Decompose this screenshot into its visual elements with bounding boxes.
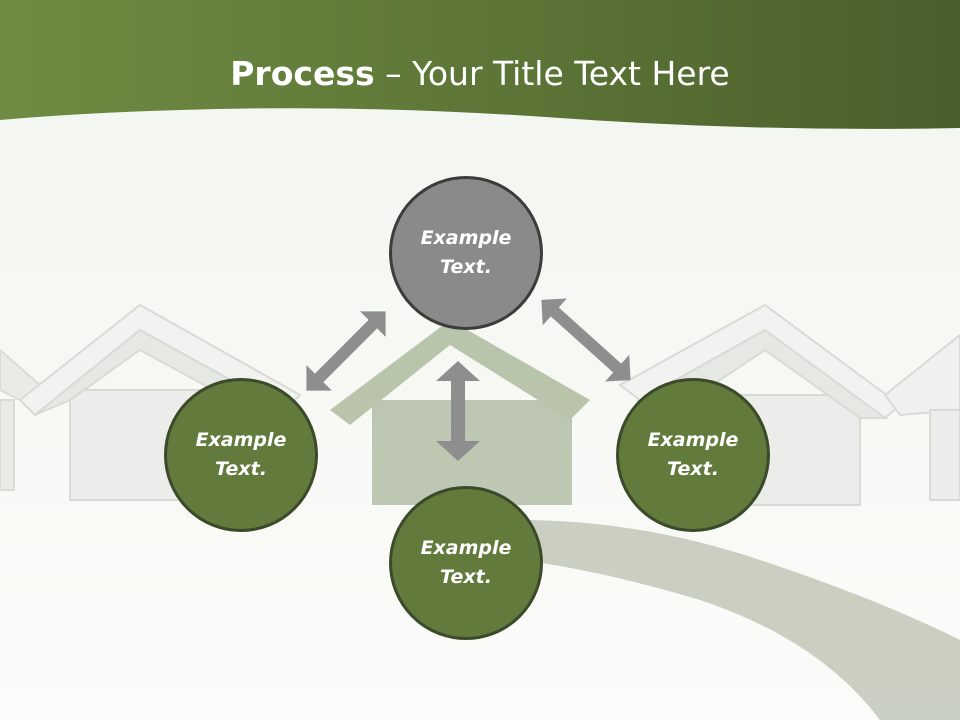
process-node-left: Example Text. (164, 378, 318, 532)
node-bottom-text: Example Text. (420, 537, 512, 588)
header-banner (0, 0, 960, 129)
process-node-top: Example Text. (389, 176, 543, 330)
house-grass (330, 320, 590, 505)
house-right-edge (883, 333, 960, 501)
node-right-text: Example Text. (647, 429, 739, 480)
arrow-top-left (306, 311, 386, 391)
title-rest: – Your Title Text Here (374, 54, 730, 93)
title-bold: Process (230, 54, 375, 93)
process-node-bottom: Example Text. (389, 486, 543, 640)
arrow-top-right (541, 298, 631, 382)
arrow-vertical (436, 361, 480, 461)
process-node-right: Example Text. (616, 378, 770, 532)
node-left-text: Example Text. (195, 429, 287, 480)
slide-title: Process – Your Title Text Here (0, 52, 960, 96)
node-top-text: Example Text. (420, 227, 512, 278)
grass-path (520, 520, 960, 720)
